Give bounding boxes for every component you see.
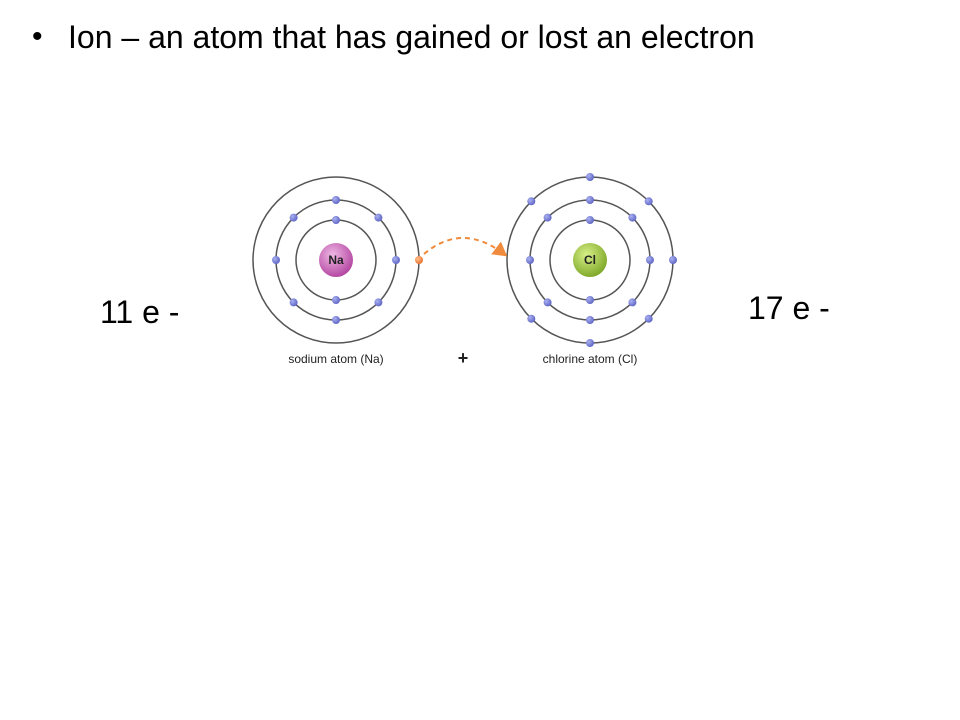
chlorine-electron xyxy=(628,213,637,222)
sodium-electron-count: 11 e - xyxy=(100,294,180,330)
chlorine-electron xyxy=(586,316,594,324)
chlorine-electron xyxy=(586,216,594,224)
chlorine-electron xyxy=(644,314,653,323)
chlorine-symbol: Cl xyxy=(584,253,596,267)
chlorine-electron xyxy=(669,256,677,264)
sodium-electron xyxy=(332,196,340,204)
sodium-electron xyxy=(332,316,340,324)
sodium-caption: sodium atom (Na) xyxy=(288,352,383,366)
chlorine-electron xyxy=(628,298,637,307)
sodium-electron xyxy=(332,296,340,304)
chlorine-electron xyxy=(586,339,594,347)
sodium-electron xyxy=(332,216,340,224)
chlorine-electron xyxy=(543,298,552,307)
chlorine-caption: chlorine atom (Cl) xyxy=(543,352,638,366)
chlorine-electron xyxy=(646,256,654,264)
sodium-electron xyxy=(374,213,383,222)
bullet-point: • Ion – an atom that has gained or lost … xyxy=(32,14,755,60)
sodium-symbol: Na xyxy=(328,253,344,267)
sodium-electron xyxy=(289,298,298,307)
ion-definition-text: Ion – an atom that has gained or lost an… xyxy=(68,18,755,55)
chlorine-electron xyxy=(543,213,552,222)
dashed-curved-arrow-icon xyxy=(423,237,508,257)
chlorine-electron xyxy=(526,256,534,264)
sodium-electrons xyxy=(272,196,423,324)
sodium-nucleus xyxy=(319,243,353,277)
sodium-valence-electron xyxy=(415,256,423,264)
chlorine-electron xyxy=(586,173,594,181)
bullet-icon: • xyxy=(32,20,43,53)
sodium-electron xyxy=(374,298,383,307)
sodium-atom: Na xyxy=(252,176,423,344)
chlorine-atom: Cl xyxy=(506,173,677,347)
chlorine-electron xyxy=(586,196,594,204)
chlorine-electron xyxy=(586,296,594,304)
sodium-electron xyxy=(392,256,400,264)
sodium-electron xyxy=(289,213,298,222)
chlorine-electron xyxy=(527,314,536,323)
chlorine-electron-count: 17 e - xyxy=(748,290,830,326)
chlorine-electrons xyxy=(526,173,677,347)
plus-sign: + xyxy=(458,348,469,368)
chlorine-nucleus xyxy=(573,243,607,277)
chlorine-electron xyxy=(527,197,536,206)
sodium-electron xyxy=(272,256,280,264)
chlorine-electron xyxy=(644,197,653,206)
